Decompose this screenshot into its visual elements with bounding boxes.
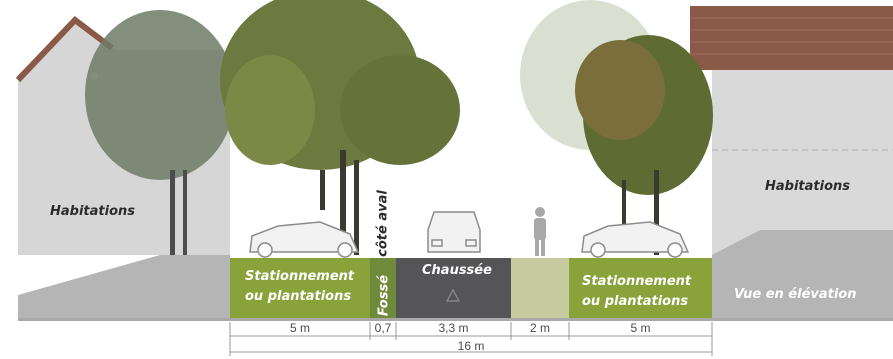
dimension-total-16m: 16 m (457, 339, 485, 353)
parking-left-label-line2: ou plantations (245, 289, 352, 304)
parking-strip-left (230, 258, 370, 318)
parking-right-label-line1: Stationnement (582, 274, 692, 289)
habitations-right-label: Habitations (765, 179, 850, 194)
fosse-label: Fossé (376, 274, 392, 317)
vue-elevation-label: Vue en élévation (734, 287, 857, 302)
dimension-5m-right: 5 m (630, 321, 651, 335)
cote-aval-label: côté aval (375, 190, 391, 257)
terrain (18, 230, 893, 321)
road-triangle (445, 288, 461, 302)
parking-right-label-line2: ou plantations (582, 294, 689, 309)
ditch (370, 258, 396, 318)
vehicles (249, 211, 690, 258)
footpath (511, 258, 569, 318)
roadway (396, 258, 511, 318)
habitations-left-label: Habitations (50, 204, 135, 219)
dimension-0-7: 0,7 (374, 321, 392, 335)
parking-strip-right (569, 258, 712, 318)
dimension-2m: 2 m (529, 321, 550, 335)
pedestrian (534, 207, 546, 256)
right-house (690, 6, 893, 255)
dimension-5m-left: 5 m (289, 321, 310, 335)
trees (85, 0, 713, 255)
chaussee-label: Chaussée (422, 263, 492, 278)
dimension-3-3m: 3,3 m (438, 321, 469, 335)
parking-left-label-line1: Stationnement (245, 269, 355, 284)
dimension-lines (229, 322, 713, 356)
